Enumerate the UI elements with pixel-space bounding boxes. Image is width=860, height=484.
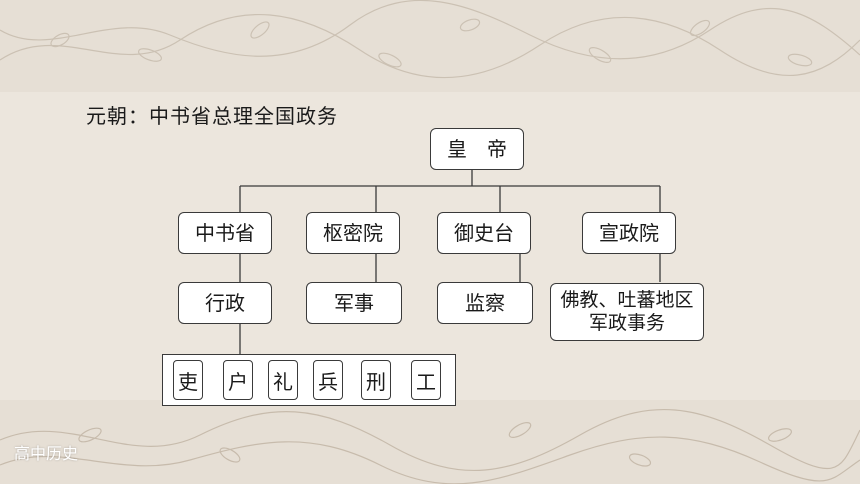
decorative-border-bottom xyxy=(0,400,860,484)
ministry-gong-works: 工 xyxy=(411,360,441,400)
ministry-li-personnel: 吏 xyxy=(173,360,203,400)
branch-zhongshusheng: 中书省 xyxy=(178,212,272,254)
branch-shumiyuan: 枢密院 xyxy=(306,212,400,254)
six-ministries-frame: 吏 户 礼 兵 刑 工 xyxy=(162,354,456,406)
function-buddhism-tibet: 佛教、吐蕃地区军政事务 xyxy=(550,283,704,341)
function-military: 军事 xyxy=(306,282,402,324)
branch-yushitai: 御史台 xyxy=(437,212,531,254)
emperor-box: 皇 帝 xyxy=(430,128,524,170)
function-supervision: 监察 xyxy=(437,282,533,324)
ministry-bing-war: 兵 xyxy=(313,360,343,400)
branch-xuanzhengyuan: 宣政院 xyxy=(582,212,676,254)
ministry-xing-justice: 刑 xyxy=(361,360,391,400)
function-administration: 行政 xyxy=(178,282,272,324)
decorative-border-top xyxy=(0,0,860,92)
floral-pattern-top xyxy=(0,0,860,79)
ministry-hu-revenue: 户 xyxy=(223,360,253,400)
footer-label: 高中历史 xyxy=(14,444,79,463)
ministry-li-rites: 礼 xyxy=(268,360,298,400)
slide-title: 元朝：中书省总理全国政务 xyxy=(86,104,338,128)
